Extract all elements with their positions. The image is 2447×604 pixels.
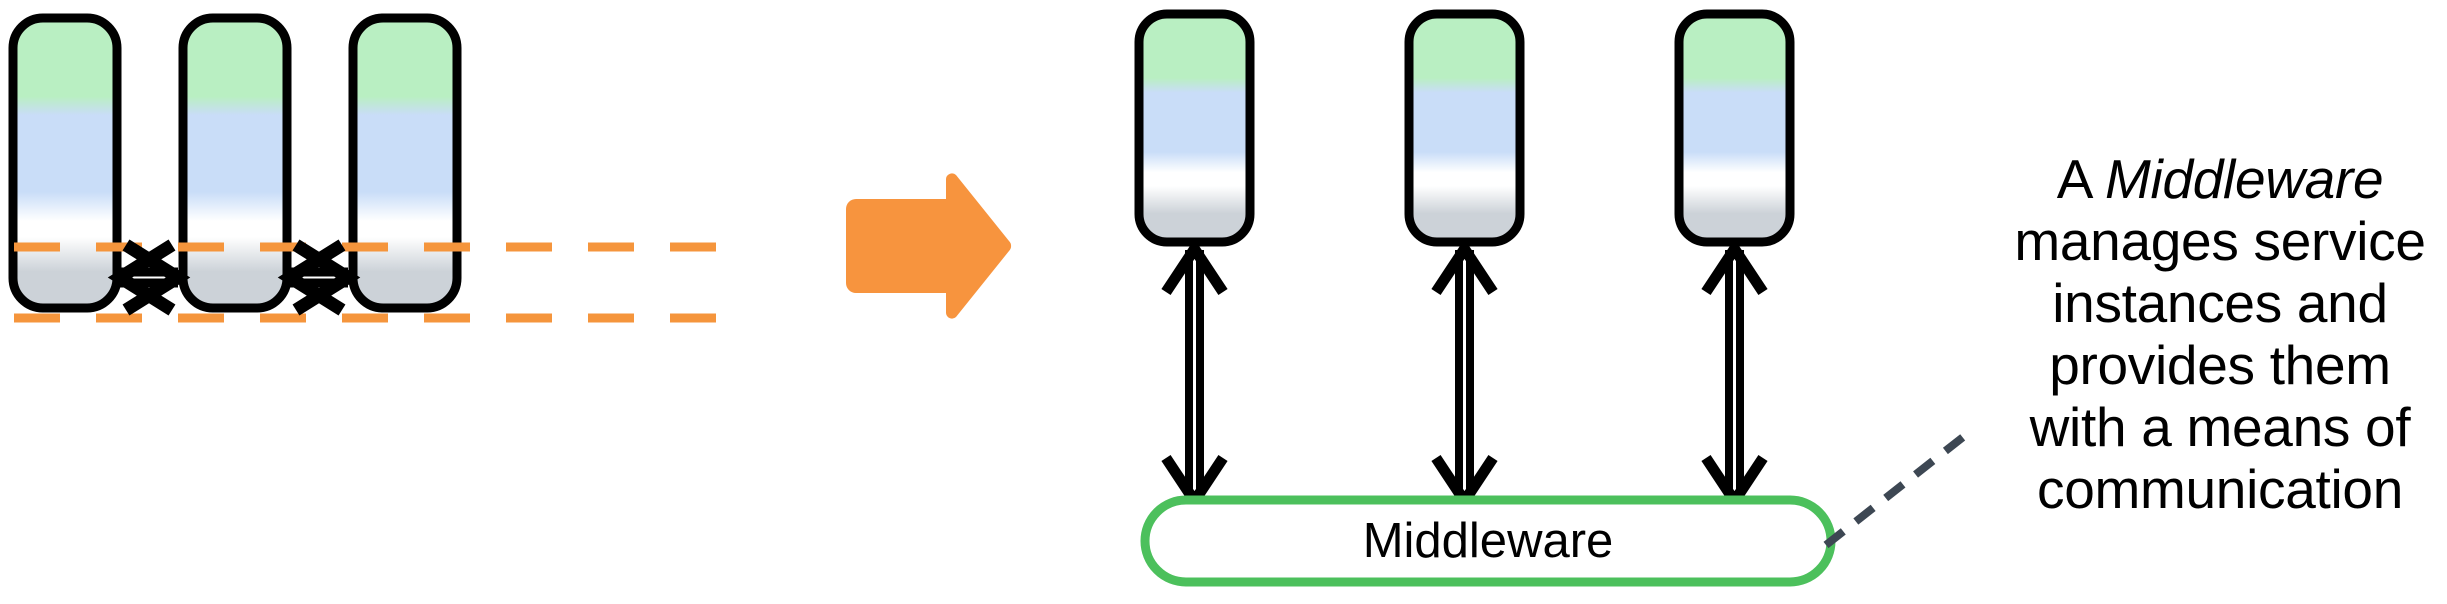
middleware-communication-arrows [1161,239,1768,511]
before-group [8,13,462,313]
vertical-double-arrow-1 [1161,239,1228,511]
caption-line-2: manages service [2014,210,2426,272]
vertical-double-arrow-2 [1431,239,1498,511]
service-instance-left-1[interactable] [8,13,122,313]
caption-emphasis-middleware: Middleware [2105,148,2384,210]
service-instance-right-1[interactable] [1134,9,1255,247]
caption-line-3: instances and [2052,272,2388,334]
horizontal-double-arrow-2 [277,239,361,316]
horizontal-double-arrow-1 [107,239,191,316]
service-instance-right-2[interactable] [1404,9,1525,247]
caption-line-4: provides them [2049,334,2391,396]
service-instance-left-2[interactable] [178,13,292,313]
direct-communication-arrows [107,239,361,316]
callout-caption: A Middleware manages service instances a… [1985,148,2447,520]
caption-line-1: A Middleware [1985,148,2447,210]
caption-line-5: with a means of [2029,396,2411,458]
service-instance-right-3[interactable] [1674,9,1795,247]
after-group [1134,9,1795,247]
vertical-double-arrow-3 [1701,239,1768,511]
transform-arrow [846,173,1012,319]
middleware-box[interactable] [1140,495,1836,587]
callout-leader-line [1823,426,1975,549]
service-instance-left-3[interactable] [348,13,462,313]
caption-line-6: communication [2037,458,2403,520]
caption-line-1-prefix: A [2056,148,2106,210]
